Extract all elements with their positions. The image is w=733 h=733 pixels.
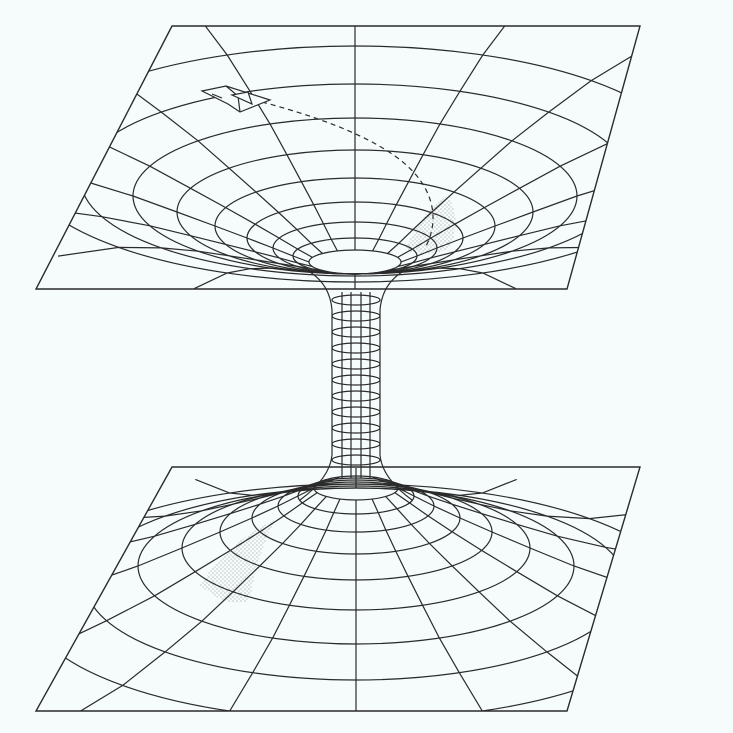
wormhole-illustration (0, 0, 733, 733)
wormhole-diagram (0, 0, 733, 733)
